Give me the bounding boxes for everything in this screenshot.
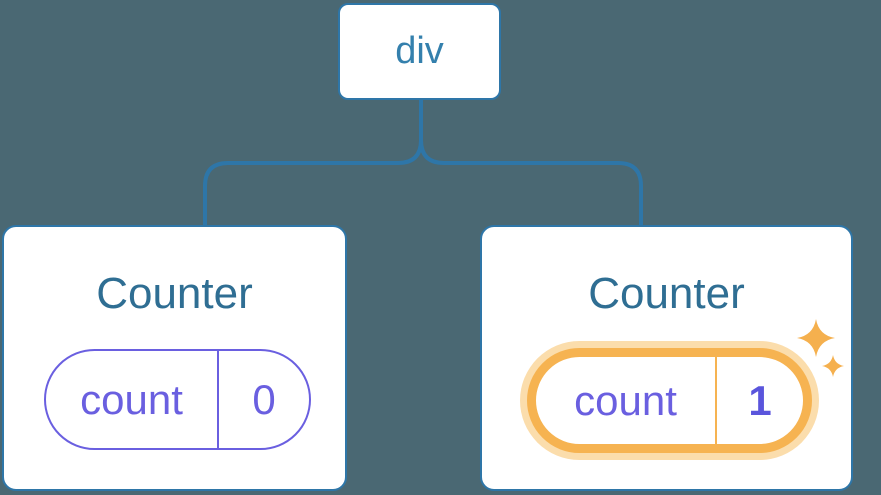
counter-card-right: Counter count 1 [480, 225, 853, 491]
sparkle-large [797, 319, 835, 357]
counter-card-left: Counter count 0 [2, 225, 347, 491]
sparkle-small [822, 355, 844, 377]
component-title: Counter [588, 269, 745, 318]
state-name: count [536, 357, 717, 444]
state-value: 0 [252, 375, 276, 423]
state-pill-highlighted: count 1 [527, 348, 812, 453]
root-node: div [338, 3, 501, 100]
state-value: 1 [748, 376, 772, 424]
component-title: Counter [96, 269, 253, 318]
connector-left-branch [203, 100, 423, 227]
root-node-label: div [395, 30, 444, 72]
state-pill: count 0 [44, 349, 311, 450]
connector-right-branch [419, 100, 643, 227]
state-name: count [46, 351, 219, 448]
sparkles-icon [797, 319, 844, 377]
